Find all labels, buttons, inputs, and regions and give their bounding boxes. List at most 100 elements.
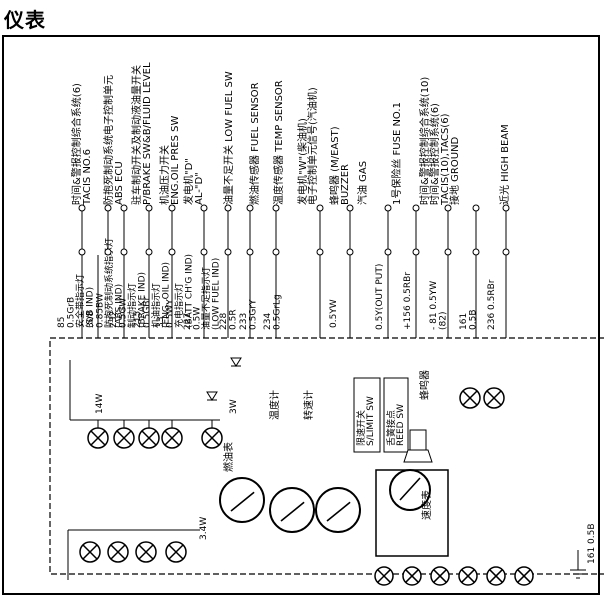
bulb-3w-label: 3W	[229, 399, 239, 414]
bottom-bulb-3-icon	[458, 566, 478, 586]
wire-label-5-line-0: 227	[183, 313, 193, 330]
diode-1-icon	[206, 391, 218, 401]
reed-switch-label-line-0: 舌簧接点	[385, 410, 397, 446]
top-label-3-line-0: 机油压力开关	[158, 145, 171, 205]
wire-label-0-line-1: 0.5GrB	[67, 297, 77, 328]
connector-mid-6	[224, 248, 232, 256]
wire-label-0-line-2: 安全带指示灯	[74, 274, 86, 328]
wire-label-4-line-0: 33	[156, 317, 166, 328]
indicator-bulb-4-icon	[201, 427, 223, 449]
bulb-34w-label-line-0: 3.4W	[199, 517, 209, 540]
bulb-3w-label-line-0: 3W	[229, 399, 239, 414]
buzzer-label: 蜂鸣器	[418, 370, 431, 400]
diagram-frame	[2, 35, 600, 595]
tachometer-icon	[315, 487, 361, 533]
bottom-bulb-0-icon	[374, 566, 394, 586]
wire-label-14: 236 0.5RBr	[487, 279, 497, 330]
meter-box-outline	[49, 337, 604, 575]
wire-label-1-line-1: 0.85BW	[96, 293, 106, 328]
wire-label-2-line-3: (BRAKE IND)	[138, 272, 148, 328]
connector-top-2	[120, 204, 128, 212]
connector-mid-1	[104, 248, 112, 256]
high-beam-bulb-icon	[483, 387, 505, 409]
connector-top-1	[104, 204, 112, 212]
top-label-12-line-0: 时间&警报控制综合系统(10)	[418, 77, 431, 205]
connector-mid-12	[412, 248, 420, 256]
top-label-3-line-1: ENG.OIL PRES SW	[170, 116, 181, 205]
ground-icon	[570, 550, 586, 579]
wire-label-8-line-0: 234	[263, 313, 273, 330]
connector-top-12	[412, 204, 420, 212]
connector-mid-10	[346, 248, 354, 256]
top-label-7-line-0: 温度传感器 TEMP SENSOR	[272, 80, 285, 205]
wire-label-3-line-0: 215	[133, 311, 143, 328]
wire-label-3-line-3: (ENG. OIL IND)	[162, 262, 172, 328]
connector-top-6	[224, 204, 232, 212]
top-label-1-line-1: ABS ECU	[114, 161, 125, 205]
top-label-4: 发电机"D"AL-"D"	[182, 158, 205, 205]
top-label-10-line-0: 汽油 GAS	[356, 161, 369, 205]
wire-label-12-line-1: (82)	[439, 312, 449, 330]
fuel-gauge-label: 燃油表	[222, 442, 235, 472]
top-label-8-line-0: 发电机"W"(柴油机)	[296, 118, 309, 205]
connector-mid-9	[316, 248, 324, 256]
wire-label-4-line-1: 0.5WY	[166, 299, 176, 328]
lower-bulb-1-icon	[107, 541, 129, 563]
top-label-13: 近光 HIGH BEAM	[498, 124, 511, 205]
connector-mid-14	[472, 248, 480, 256]
connector-top-0	[78, 204, 86, 212]
wire-label-0-line-3: (S/B IND)	[86, 287, 96, 328]
top-label-4-line-1: AL-"D"	[194, 172, 205, 205]
connector-mid-3	[145, 248, 153, 256]
wire-label-2-line-0: 232	[109, 311, 119, 328]
wire-label-6-line-0: 228	[219, 313, 229, 330]
indicator-bulb-1-icon	[113, 427, 135, 449]
top-label-10: 汽油 GAS	[356, 161, 369, 205]
wire-label-3-line-1: 0.5GBr	[143, 297, 153, 328]
top-label-0-line-1: TACIS NO.6	[82, 149, 93, 206]
top-label-0-line-0: 时间&警报控制综合系统(6)	[70, 83, 83, 205]
connector-top-9	[316, 204, 324, 212]
wire-label-0-line-0: 85	[57, 317, 67, 328]
ground-label-line-0: 161 0.5B	[587, 523, 597, 564]
connector-top-5	[200, 204, 208, 212]
temp-gauge-icon	[269, 487, 315, 533]
bottom-bulb-2-icon	[430, 566, 450, 586]
wire-label-1-line-0: 308	[86, 311, 96, 328]
wire-label-9: 0.5YW	[329, 299, 339, 328]
connector-top-15	[502, 204, 510, 212]
top-label-9-line-1: BUZZER	[340, 164, 351, 205]
connector-top-7	[246, 204, 254, 212]
bottom-bulb-4-icon	[486, 566, 506, 586]
wire-label-1-line-3: (ABS IND)	[115, 284, 125, 328]
top-label-12-line-2: TACIS(10),TACS(6)	[440, 113, 451, 206]
connector-mid-5	[200, 248, 208, 256]
speed-switch-label-line-1: S/LIMIT SW	[366, 396, 376, 446]
connector-top-14	[472, 204, 480, 212]
connector-mid-15	[502, 248, 510, 256]
tachometer-label-line-0: 转速计	[302, 390, 315, 420]
top-label-8-line-1: 电子控制单元信号(汽油机)	[306, 87, 319, 205]
top-label-13-line-0: 近光 HIGH BEAM	[498, 124, 511, 205]
connector-top-4	[168, 204, 176, 212]
wire-label-10: 0.5Y(OUT PUT)	[375, 264, 385, 330]
wire-label-6-line-1: 0.5R	[229, 309, 239, 330]
speedometer-label-line-0: 速度表	[420, 490, 433, 520]
bulb-34w-label: 3.4W	[199, 517, 209, 540]
top-label-1-line-0: 防抱死制动系统电子控制单元	[102, 75, 115, 205]
top-label-12: 时间&警报控制综合系统(10)时间&警报控制系统(6)TACIS(10),TAC…	[418, 77, 461, 206]
top-label-12-line-1: 时间&警报控制系统(6)	[428, 103, 441, 205]
connector-mid-4	[168, 248, 176, 256]
speedometer-icon	[375, 469, 449, 557]
buzzer-indicator-icon	[459, 387, 481, 409]
top-label-6-line-0: 燃油传感器 FUEL SENSOR	[248, 82, 261, 205]
wire-label-5-line-1: 0.5W	[193, 307, 203, 330]
